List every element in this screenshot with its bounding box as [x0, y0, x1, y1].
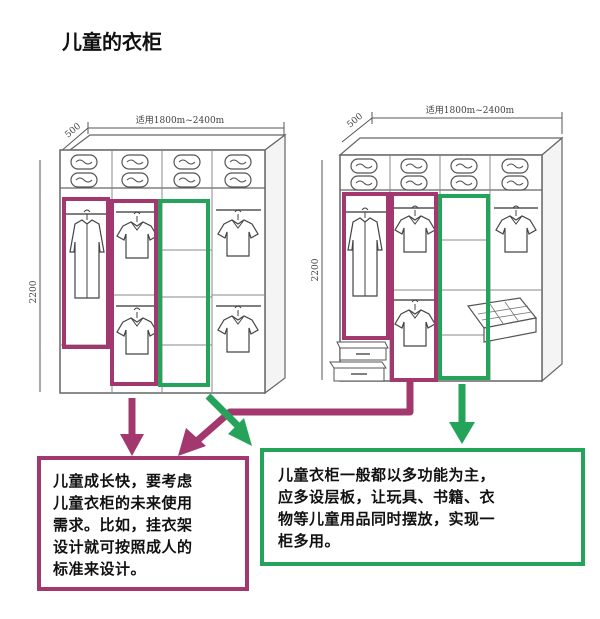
purple-arrows [120, 382, 414, 456]
right-height-label: 2200 [311, 258, 321, 281]
note-right-line: 物等儿童用品同时摆放，实现一 [278, 510, 496, 528]
note-left-line: 标准来设计。 [53, 560, 147, 578]
left-width-label: 适用1800m~2400m [136, 115, 225, 126]
note-right-line: 应多设层板，让玩具、书籍、衣 [278, 488, 496, 506]
note-left-line: 设计就可按照成人的 [53, 538, 193, 556]
right-wardrobe: 适用1800m~2400m 500 2200 [311, 105, 564, 383]
note-right-box: 儿童衣柜一般都以多功能为主， 应多设层板，让玩具、书籍、衣 物等儿童用品同时摆放… [260, 448, 585, 566]
note-right-line: 儿童衣柜一般都以多功能为主， [278, 466, 496, 484]
note-left-line: 儿童成长快，要考虑 [53, 472, 193, 490]
green-arrows [205, 384, 475, 446]
page-title: 儿童的衣柜 [62, 30, 162, 54]
left-height-label: 2200 [29, 280, 39, 303]
note-left-line: 儿童衣柜的未来使用 [53, 494, 193, 512]
note-right-line: 柜多用。 [278, 532, 341, 550]
left-wardrobe: 适用1800m~2400m 500 2200 [29, 115, 287, 395]
left-depth-label: 500 [64, 121, 84, 140]
right-width-label: 适用1800m~2400m [426, 105, 515, 116]
note-left-box: 儿童成长快，要考虑 儿童衣柜的未来使用 需求。比如，挂衣架 设计就可按照成人的 … [37, 456, 249, 591]
note-left-line: 需求。比如，挂衣架 [53, 516, 193, 534]
right-depth-label: 500 [346, 111, 366, 130]
